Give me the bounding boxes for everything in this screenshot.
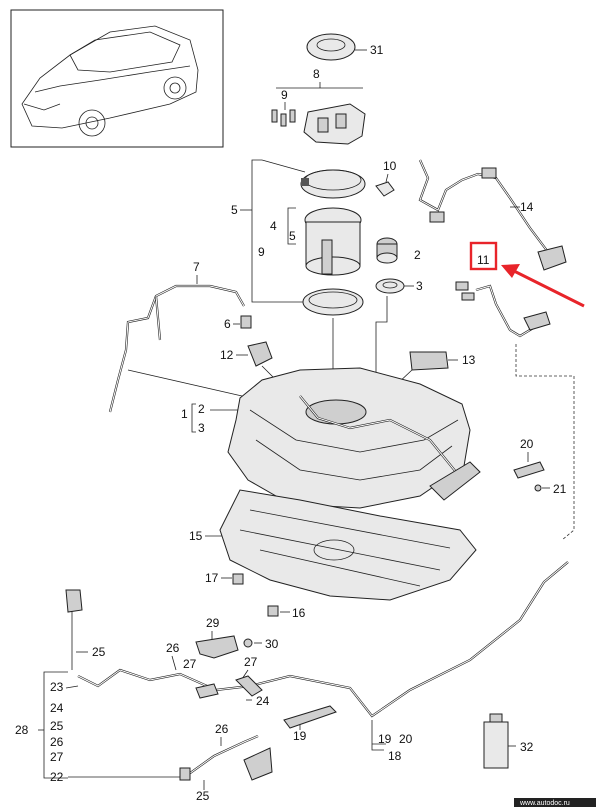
part-32-bottle [483, 713, 509, 769]
label-5-inner: 5 [289, 229, 296, 243]
part-9-screws [271, 109, 296, 127]
part-6-plug [240, 315, 252, 329]
label-13: 13 [462, 353, 476, 367]
pump-seal [302, 288, 364, 316]
label-3-left: 3 [198, 421, 205, 435]
label-2-right: 2 [414, 248, 421, 262]
label-32: 32 [520, 740, 534, 754]
label-25-top: 25 [92, 645, 106, 659]
label-21: 21 [553, 482, 567, 496]
part-15-underbody-shield [219, 489, 477, 601]
label-2-left: 2 [198, 402, 205, 416]
label-19-left: 19 [293, 729, 307, 743]
part-31-cap [306, 33, 367, 61]
label-28: 28 [15, 723, 29, 737]
label-26-left: 26 [50, 735, 64, 749]
vehicle-thumbnail [10, 9, 224, 148]
watermark: www.autodoc.ru [519, 800, 570, 807]
label-31: 31 [370, 43, 384, 57]
label-16: 16 [292, 606, 306, 620]
label-27-left: 27 [183, 657, 197, 671]
fuel-pump [304, 207, 362, 276]
label-27-left-list: 27 [50, 750, 64, 764]
label-24-right: 24 [256, 694, 270, 708]
label-12: 12 [220, 348, 234, 362]
label-14: 14 [520, 200, 534, 214]
locking-ring [300, 169, 366, 199]
part-19-rail [283, 705, 337, 729]
label-24-left: 24 [50, 701, 64, 715]
label-18: 18 [388, 749, 402, 763]
label-20-right: 20 [520, 437, 534, 451]
label-25-left: 25 [50, 719, 64, 733]
label-1: 1 [181, 407, 188, 421]
part-3-ring [375, 278, 405, 294]
label-9-top: 9 [281, 88, 288, 102]
label-8: 8 [313, 67, 320, 81]
part-11-sensor-cable [455, 281, 551, 338]
label-26-bottom: 26 [215, 722, 229, 736]
label-27-right: 27 [244, 655, 258, 669]
label-5-left: 5 [231, 203, 238, 217]
part-8-fuel-pump-module-head [303, 103, 366, 145]
part-7-breather-hose [108, 284, 245, 413]
label-30: 30 [265, 637, 279, 651]
label-9-middle: 9 [258, 245, 265, 259]
part-2-cap [376, 237, 398, 264]
part-22-line-assembly [179, 734, 273, 781]
label-23: 23 [50, 680, 64, 694]
label-25-bottom: 25 [196, 789, 210, 803]
label-11: 11 [477, 253, 490, 267]
label-10: 10 [383, 159, 397, 173]
fuel-tank [227, 367, 481, 509]
watermark-strip [514, 798, 596, 807]
part-20-clip [513, 461, 545, 479]
label-7: 7 [193, 260, 200, 274]
part-14-wiring-harness [418, 159, 567, 271]
label-3-right: 3 [416, 279, 423, 293]
label-19-right: 19 [378, 732, 392, 746]
fuel-lines [65, 561, 569, 718]
label-22: 22 [50, 770, 64, 784]
label-26-top: 26 [166, 641, 180, 655]
part-29-bracket [195, 635, 239, 659]
label-15: 15 [189, 529, 203, 543]
part-13-bracket [409, 351, 449, 371]
label-11-highlight-box [469, 241, 498, 271]
label-17: 17 [205, 571, 219, 585]
part-12-bracket [247, 341, 273, 367]
label-6: 6 [224, 317, 231, 331]
highlight-arrow [501, 264, 585, 308]
label-4: 4 [270, 219, 277, 233]
part-16-nut [267, 605, 279, 617]
label-29: 29 [206, 616, 220, 630]
part-17-nut [232, 573, 244, 585]
label-20-bottom: 20 [399, 732, 413, 746]
